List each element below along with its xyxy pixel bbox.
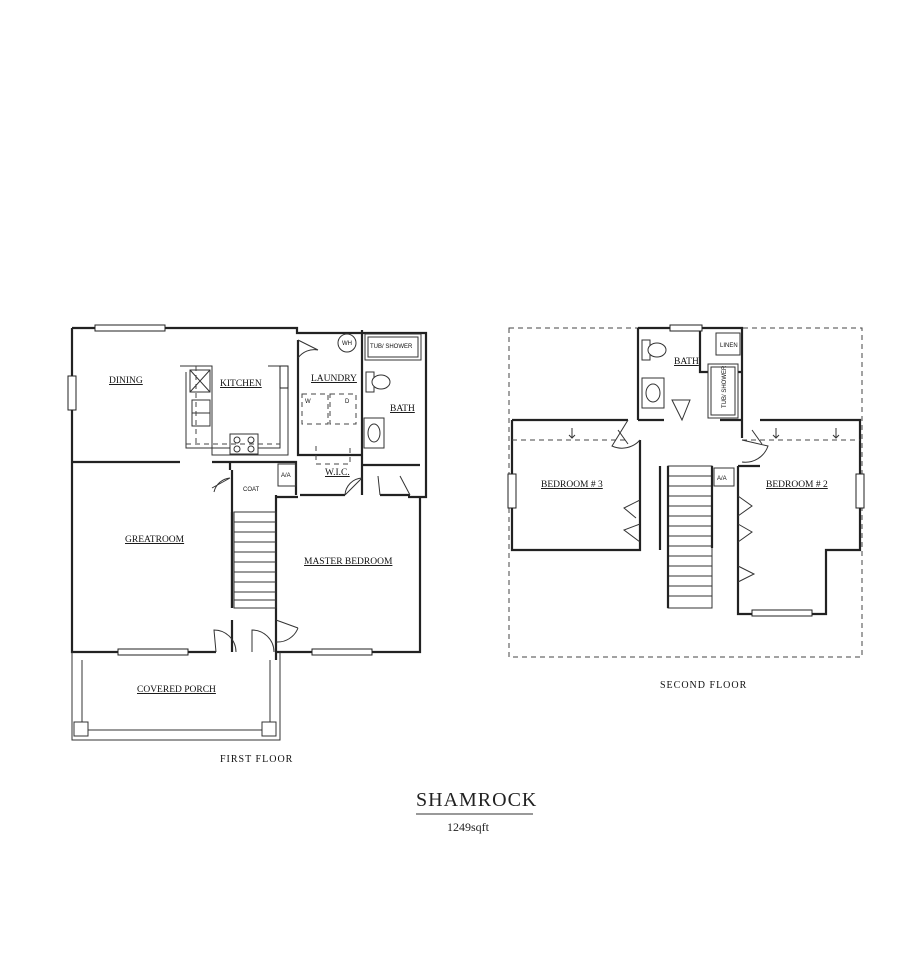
tub-icon [364, 333, 422, 361]
room-dining: DINING [109, 376, 143, 386]
linen-closet [715, 332, 741, 356]
room-bedroom-3: BEDROOM # 3 [541, 480, 603, 490]
room-bedroom-2: BEDROOM # 2 [766, 480, 828, 490]
washer-label: W [305, 399, 311, 405]
window [94, 324, 166, 332]
first-floor-ac-label: A/A [281, 473, 291, 479]
room-coat: COAT [243, 487, 260, 493]
tub-shower-label: TUB/ SHOWER [370, 344, 413, 350]
bedroom-2-walls [736, 418, 862, 616]
second-floor-caption: SECOND FLOOR [660, 680, 747, 691]
second-floor-plan: BATH LINEN TUB/ SHOWER BEDROOM # 3 BEDRO… [507, 324, 865, 691]
linen-label: LINEN [720, 343, 738, 349]
first-floor-ac-closet [277, 463, 297, 487]
first-floor-plan: DINING KITCHEN LAUNDRY BATH W.I.C. COAT … [67, 324, 428, 765]
window [669, 324, 703, 332]
dryer-label: D [345, 399, 350, 405]
washer-icon [301, 393, 329, 425]
bedroom-3-walls [510, 418, 662, 552]
upper-vanity-icon [641, 377, 665, 409]
window [279, 365, 289, 389]
plan-name: SHAMROCK [416, 789, 537, 811]
room-covered-porch: COVERED PORCH [137, 685, 216, 695]
window [117, 648, 189, 656]
upper-tub-icon [707, 363, 739, 419]
second-floor-ac-label: A/A [717, 476, 727, 482]
first-floor-caption: FIRST FLOOR [220, 754, 293, 765]
covered-porch-outline [71, 652, 281, 741]
room-greatroom: GREATROOM [125, 535, 185, 545]
window [751, 609, 813, 617]
porch-column [73, 721, 89, 737]
water-heater-icon [337, 333, 357, 353]
vanity-icon [363, 417, 385, 449]
second-floor-stair [666, 465, 714, 609]
window [311, 648, 373, 656]
room-wic: W.I.C. [325, 468, 350, 478]
upper-bath-walls [636, 326, 744, 438]
window [507, 473, 517, 509]
room-bath: BATH [390, 404, 415, 414]
upper-tub-shower-label: TUB/ SHOWER [722, 365, 728, 408]
window [855, 473, 865, 509]
room-master-bedroom: MASTER BEDROOM [304, 557, 393, 567]
water-heater-label: WH [342, 341, 352, 347]
plan-area: 1249sqft [447, 820, 490, 834]
first-floor-stair [230, 511, 277, 609]
porch-column [261, 721, 277, 737]
dryer-icon [329, 393, 357, 425]
window [67, 375, 77, 411]
room-kitchen: KITCHEN [220, 379, 262, 389]
upper-room-bath: BATH [674, 357, 699, 367]
second-floor-ac-closet [713, 467, 735, 487]
room-laundry: LAUNDRY [311, 374, 357, 384]
